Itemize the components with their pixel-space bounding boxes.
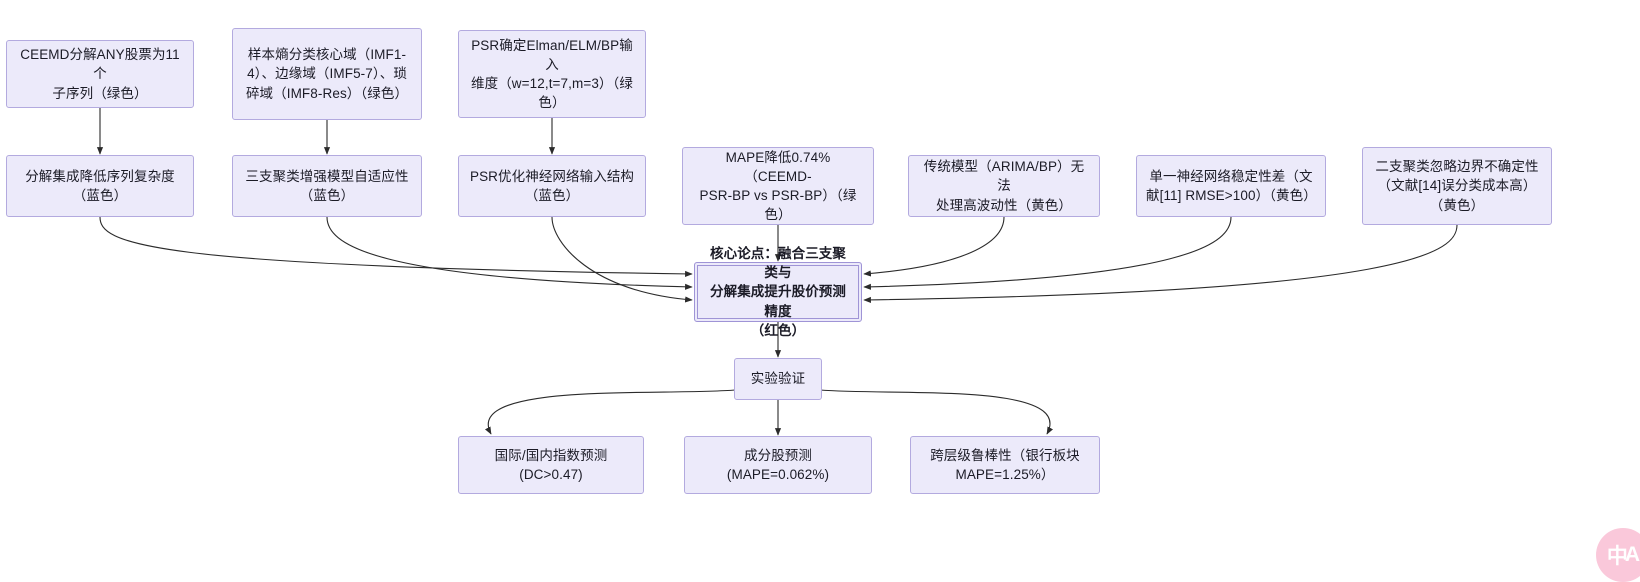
flow-node-label: 跨层级鲁棒性（银行板块 MAPE=1.25%） [920,446,1090,484]
flow-node-n6[interactable]: PSR优化神经网络输入结构 （蓝色） [458,155,646,217]
flow-node-label: PSR优化神经网络输入结构 （蓝色） [468,167,636,205]
edge-n4-to-n11 [100,217,692,274]
flow-node-label: 国际/国内指数预测 (DC>0.47) [468,446,634,484]
edge-n5-to-n11 [327,217,692,287]
flow-node-n2[interactable]: 样本熵分类核心域（IMF1- 4）、边缘域（IMF5-7）、琐 碎域（IMF8-… [232,28,422,120]
flow-node-n8[interactable]: 传统模型（ARIMA/BP）无法 处理高波动性（黄色） [908,155,1100,217]
flow-node-label: 单一神经网络稳定性差（文 献[11] RMSE>100）（黄色） [1146,167,1316,205]
flow-node-n10[interactable]: 二支聚类忽略边界不确定性 （文献[14]误分类成本高） （黄色） [1362,147,1552,225]
flow-node-label: 三支聚类增强模型自适应性 （蓝色） [242,167,412,205]
flow-node-label: 分解集成降低序列复杂度 （蓝色） [16,167,184,205]
flow-node-n5[interactable]: 三支聚类增强模型自适应性 （蓝色） [232,155,422,217]
flow-node-label: 实验验证 [744,369,812,388]
edge-n12-to-n13 [488,390,736,434]
flow-node-n11[interactable]: 核心论点：融合三支聚类与 分解集成提升股价预测精度 （红色） [694,262,862,322]
flow-node-label: 样本熵分类核心域（IMF1- 4）、边缘域（IMF5-7）、琐 碎域（IMF8-… [242,45,412,102]
flow-node-n12[interactable]: 实验验证 [734,358,822,400]
flow-node-label: 核心论点：融合三支聚类与 分解集成提升股价预测精度 （红色） [704,244,852,340]
edge-n10-to-n11 [864,225,1457,300]
edge-n12-to-n15 [820,390,1050,434]
flow-node-label: CEEMD分解ANY股票为11个 子序列（绿色） [16,45,184,102]
flow-node-label: PSR确定Elman/ELM/BP输入 维度（w=12,t=7,m=3）（绿 色… [468,36,636,113]
edge-n8-to-n11 [864,217,1004,274]
edge-n6-to-n11 [552,217,692,300]
flow-node-n13[interactable]: 国际/国内指数预测 (DC>0.47) [458,436,644,494]
flow-node-label: MAPE降低0.74%（CEEMD- PSR-BP vs PSR-BP）（绿 色… [692,148,864,225]
ime-secondary-char: A [1625,543,1639,567]
flow-node-n3[interactable]: PSR确定Elman/ELM/BP输入 维度（w=12,t=7,m=3）（绿 色… [458,30,646,118]
flow-node-label: 传统模型（ARIMA/BP）无法 处理高波动性（黄色） [918,157,1090,214]
flow-node-label: 成分股预测 (MAPE=0.062%) [694,446,862,484]
flow-node-n7[interactable]: MAPE降低0.74%（CEEMD- PSR-BP vs PSR-BP）（绿 色… [682,147,874,225]
flow-node-label: 二支聚类忽略边界不确定性 （文献[14]误分类成本高） （黄色） [1372,157,1542,214]
flow-node-n1[interactable]: CEEMD分解ANY股票为11个 子序列（绿色） [6,40,194,108]
flow-node-n9[interactable]: 单一神经网络稳定性差（文 献[11] RMSE>100）（黄色） [1136,155,1326,217]
ime-primary-char: 中 [1607,540,1627,570]
edge-n9-to-n11 [864,217,1231,287]
flow-node-n15[interactable]: 跨层级鲁棒性（银行板块 MAPE=1.25%） [910,436,1100,494]
flow-node-n14[interactable]: 成分股预测 (MAPE=0.062%) [684,436,872,494]
flow-node-n4[interactable]: 分解集成降低序列复杂度 （蓝色） [6,155,194,217]
